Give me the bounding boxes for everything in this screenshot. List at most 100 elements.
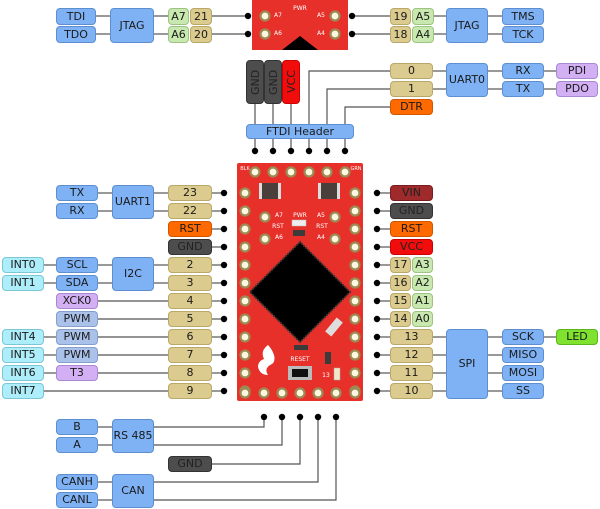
board-rst-right-label: RST (316, 223, 328, 230)
board-corner-left-label: BLK (240, 166, 250, 172)
bottom-dot (278, 413, 286, 421)
board-pad-right (349, 205, 361, 217)
analog-a1-label: A1 (412, 293, 433, 309)
analog-a7-label: A7 (168, 8, 189, 25)
left-pin-dot (220, 297, 228, 305)
board-pad-right (349, 295, 361, 307)
rs485-group: RS 485 (112, 419, 154, 453)
board-pad-top (249, 166, 261, 178)
board (237, 163, 363, 401)
interrupt-int7: INT7 (2, 383, 44, 399)
board-corner-right-label: GRN (350, 166, 362, 172)
ftdi-header-label: FTDI Header (246, 124, 354, 139)
bottom-dot (314, 413, 322, 421)
left-pin-dot (220, 261, 228, 269)
ftdi-dot (287, 147, 295, 155)
board-pad-right (349, 313, 361, 325)
left-func-pwm: PWM (56, 329, 98, 345)
uart0-pin-1: 1 (390, 81, 433, 97)
left-func-t3: T3 (56, 365, 98, 381)
left-pin-5: 5 (168, 311, 212, 327)
top-pad-a7 (259, 10, 271, 22)
board-pad-left (239, 223, 251, 235)
spi-group: SPI (446, 329, 488, 399)
digital-21-label: 21 (190, 8, 212, 25)
pdi-label: PDI (556, 63, 598, 79)
right-pin-dot (373, 297, 381, 305)
top-pad-a4 (329, 28, 341, 40)
top-pad-a6-label: A6 (274, 30, 282, 37)
board-pad-bottom (330, 387, 342, 399)
spi-mosi-label: MOSI (502, 365, 544, 381)
spi-miso-label: MISO (502, 347, 544, 363)
right-pin-dot (373, 351, 381, 359)
top-pad-a5 (329, 10, 341, 22)
board-pad-right (349, 259, 361, 271)
digital-18-label: 18 (390, 26, 411, 43)
i2c-group: I2C (112, 257, 154, 291)
board-rst-left-label: RST (272, 223, 284, 230)
reset-button[interactable] (288, 366, 312, 380)
board-pad-top (339, 166, 351, 178)
left-func-rx: RX (56, 203, 98, 219)
ftdi-dot (269, 147, 277, 155)
right-pin-dot (373, 369, 381, 377)
board-led13-label: 13 (322, 372, 330, 379)
interrupt-int0: INT0 (2, 257, 44, 273)
left-pin-22: 22 (168, 203, 212, 219)
board-pad-a6-label: A6 (275, 234, 283, 241)
board-pad-a5 (329, 211, 341, 223)
right-pin-rst: RST (390, 221, 433, 237)
right-pin-10: 10 (390, 383, 433, 399)
board-pad-bottom (276, 387, 288, 399)
ftdi-dot (305, 147, 313, 155)
top-right-dot (348, 12, 356, 20)
tdo-label: TDO (56, 26, 96, 43)
left-pin-dot (220, 279, 228, 287)
bottom-dot (296, 413, 304, 421)
board-pad-left (239, 259, 251, 271)
board-pad-left (239, 331, 251, 343)
left-pin-dot (220, 315, 228, 323)
board-pad-a5-label: A5 (317, 212, 325, 219)
top-left-dot (244, 12, 252, 20)
led-label: LED (556, 329, 598, 345)
board-pad-bottom (258, 387, 270, 399)
board-pad-left (239, 349, 251, 361)
ftdi-dot (341, 147, 349, 155)
right-pin-15: 15 (390, 293, 411, 309)
right-pin-12: 12 (390, 347, 433, 363)
right-pin-vcc: VCC (390, 239, 433, 255)
right-pin-vin: VIN (390, 185, 433, 201)
right-pin-dot (373, 279, 381, 287)
board-pad-right (349, 349, 361, 361)
left-pin-dot (220, 369, 228, 377)
right-pin-17: 17 (390, 257, 411, 273)
ftdi-gnd-2: GND (264, 60, 282, 104)
uart1-group: UART1 (112, 185, 154, 219)
bottom-dot (332, 413, 340, 421)
uart0-group: UART0 (446, 63, 488, 97)
board-pad-right (349, 367, 361, 379)
tck-label: TCK (502, 26, 544, 43)
board-pad-left (239, 313, 251, 325)
dtr-label: DTR (390, 99, 433, 115)
left-pin-6: 6 (168, 329, 212, 345)
left-pin-8: 8 (168, 365, 212, 381)
left-pin-dot (220, 243, 228, 251)
board-pad-top (285, 166, 297, 178)
right-pin-dot (373, 333, 381, 341)
bottom-dot (260, 413, 268, 421)
board-pad-right (349, 241, 361, 253)
board-pad-a4-label: A4 (317, 234, 325, 241)
ftdi-vcc: VCC (282, 60, 300, 104)
pdo-label: PDO (556, 81, 598, 97)
interrupt-int4: INT4 (2, 329, 44, 345)
board-pad-a7-label: A7 (275, 212, 283, 219)
board-reset-label: RESET (290, 356, 310, 363)
can-group: CAN (112, 474, 154, 508)
jtag-right-group: JTAG (446, 8, 488, 43)
right-pin-dot (373, 207, 381, 215)
